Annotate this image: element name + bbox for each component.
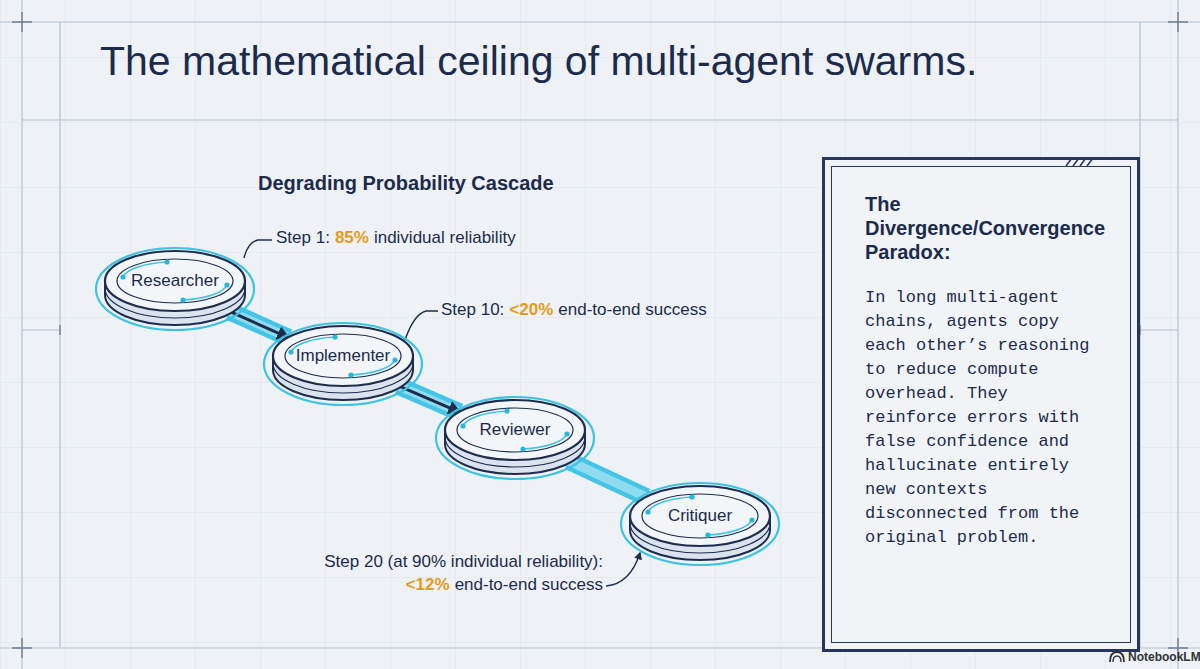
step-annotation-row: Step 1:85%individual reliability	[276, 228, 516, 248]
diagram-title: The mathematical ceiling of multi-agent …	[100, 36, 977, 86]
agent-disc: Critiquer	[620, 478, 780, 566]
step-annotation: Step 1:	[276, 228, 330, 248]
hatch-line	[1080, 158, 1086, 166]
orbit-dot	[749, 517, 754, 522]
frame-line	[1140, 329, 1178, 330]
frame-line	[22, 119, 1178, 120]
orbit-dot	[224, 282, 229, 287]
orbit-dot	[392, 357, 397, 362]
connector-band	[230, 311, 289, 337]
step-annotation: individual reliability	[374, 228, 516, 248]
leader-line	[405, 311, 438, 340]
agent-disc: Researcher	[95, 243, 255, 331]
agent-label: Reviewer	[435, 418, 595, 442]
agent-label: Implementer	[263, 344, 423, 368]
frame-line	[22, 329, 60, 330]
frame-line	[0, 21, 1200, 22]
orbit-dot	[645, 509, 650, 514]
panel-hatch	[1066, 158, 1093, 166]
watermark-icon	[1110, 652, 1124, 662]
hatch-line	[1087, 158, 1093, 166]
reliability-value: <12%	[406, 575, 450, 595]
agent-label: Critiquer	[620, 504, 780, 528]
crosshair-mark	[12, 12, 32, 32]
frame-line	[1177, 0, 1178, 669]
reliability-value: 85%	[335, 228, 369, 248]
connector-band-highlight	[569, 461, 647, 497]
crosshair-mark	[12, 638, 32, 658]
step-annotation: end-to-end success	[558, 300, 706, 320]
hatch-line	[1066, 158, 1072, 166]
glow-ring	[96, 248, 254, 330]
orbit-dot	[332, 334, 337, 339]
leader-lines	[244, 240, 640, 586]
orbit-dot	[705, 532, 710, 537]
hatch-line	[1073, 158, 1079, 166]
connector-band-highlight	[398, 386, 459, 412]
orbit-dot	[288, 349, 293, 354]
connector-band-highlight	[230, 311, 289, 337]
watermark-logo	[1113, 656, 1121, 662]
glow-ring	[264, 323, 422, 405]
agent-disc: Implementer	[263, 318, 423, 406]
flow-connector	[230, 311, 289, 337]
leader-arrow	[606, 553, 640, 586]
orbit-dot	[520, 446, 525, 451]
connector-band	[398, 386, 459, 412]
glow-ring	[436, 397, 594, 479]
connector-arrow	[398, 386, 459, 412]
step-annotation-row: Step 10:<20%end-to-end success	[441, 300, 707, 320]
watermark-row: NotebookLM	[1128, 650, 1200, 664]
orbit-dot	[164, 259, 169, 264]
watermark: NotebookLM	[1128, 650, 1200, 664]
corner-marks	[12, 12, 1188, 658]
frame-line	[21, 0, 22, 669]
orbit-dot	[504, 408, 509, 413]
connector-band	[569, 461, 647, 497]
step-annotation-row: Step 20 (at 90% individual reliability):	[324, 552, 603, 572]
orbit-dot	[564, 431, 569, 436]
panel-body: In long multi-agent chains, agents copy …	[865, 286, 1097, 550]
step-annotation: Step 10:	[441, 300, 504, 320]
section-heading-row: Degrading Probability Cascade	[258, 172, 554, 195]
orbit-dot	[120, 274, 125, 279]
watermark-logo	[1110, 652, 1124, 662]
section-heading: Degrading Probability Cascade	[258, 172, 554, 195]
flow-connector	[569, 461, 647, 497]
orbit-dot	[180, 297, 185, 302]
connector-arrow	[230, 311, 289, 337]
note-panel: The Divergence/Convergence Paradox: In lo…	[822, 157, 1140, 652]
crosshair-mark	[1168, 12, 1188, 32]
orbit-dot	[689, 494, 694, 499]
panel-heading: The Divergence/Convergence Paradox:	[865, 192, 1115, 264]
step-annotation: end-to-end success	[455, 575, 603, 595]
orbit-dot	[460, 423, 465, 428]
agent-label: Researcher	[95, 269, 255, 293]
leader-line	[244, 240, 272, 258]
orbit-dot	[348, 372, 353, 377]
step-annotation-row: <12%end-to-end success	[406, 575, 603, 595]
agent-disc: Reviewer	[435, 392, 595, 480]
reliability-value: <20%	[509, 300, 553, 320]
glow-ring	[621, 483, 779, 565]
step-annotation: Step 20 (at 90% individual reliability):	[324, 552, 603, 572]
flow-connector	[398, 386, 459, 412]
